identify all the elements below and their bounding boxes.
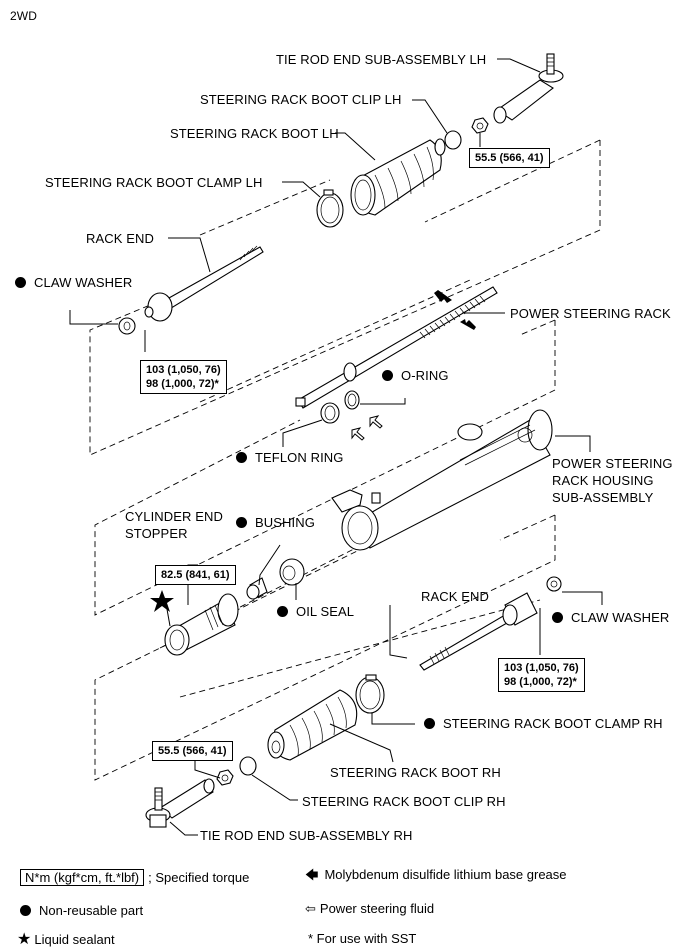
rack-housing-drawing [331,409,553,551]
oil-seal-drawing [279,558,305,586]
non-reusable-dot-icon [20,905,31,916]
label-claw-washer-rh: CLAW WASHER [552,610,669,625]
legend-grease: 🡄 Molybdenum disulfide lithium base greas… [305,867,567,882]
label-rack-housing: POWER STEERING RACK HOUSING SUB-ASSEMBLY [552,455,673,506]
non-reusable-dot-icon [277,606,288,617]
legend-fluid: ⇦Power steering fluid [305,901,434,916]
label-boot-rh: STEERING RACK BOOT RH [330,765,501,780]
grease-arrow-icon [460,319,476,330]
label-claw-washer-lh: CLAW WASHER [15,275,132,290]
torque-value: 103 (1,050, 76) [504,662,579,674]
label-boot-clamp-lh: STEERING RACK BOOT CLAMP LH [45,175,263,190]
non-reusable-dot-icon [382,370,393,381]
label-text: CLAW WASHER [571,610,670,625]
label-text: STEERING RACK BOOT CLAMP RH [443,716,663,731]
boot-lh-drawing [350,138,446,216]
label-boot-clamp-rh: STEERING RACK BOOT CLAMP RH [424,716,663,731]
tie-rod-end-lh-drawing [493,53,564,124]
label-tie-rod-end-rh: TIE ROD END SUB-ASSEMBLY RH [200,828,413,843]
label-boot-lh: STEERING RACK BOOT LH [170,126,339,141]
claw-washer-lh-drawing [118,317,136,335]
label-text: OIL SEAL [296,604,355,619]
boot-clamp-rh-drawing [355,674,385,714]
tie-rod-end-rh-drawing [145,778,215,828]
label-oil-seal: OIL SEAL [277,604,354,619]
torque-cylinder-end-stopper: 82.5 (841, 61) [155,565,236,585]
torque-value: 98 (1,000, 72)* [146,378,219,390]
non-reusable-dot-icon [236,517,247,528]
power-steering-rack-drawing [295,286,498,409]
boot-clip-lh-drawing [444,130,462,150]
label-text: POWER STEERING [552,456,673,471]
legend-text: Non-reusable part [39,903,144,918]
legend-text: Molybdenum disulfide lithium base grease [324,867,567,882]
label-text: BUSHING [255,515,315,530]
label-text: SUB-ASSEMBLY [552,490,654,505]
legend-liquid-sealant: ★Liquid sealant [17,931,115,948]
label-cylinder-end-stopper: CYLINDER END STOPPER [125,508,223,542]
torque-value: 103 (1,050, 76) [146,364,221,376]
label-text: STOPPER [125,526,188,541]
legend-text: ; Specified torque [148,870,250,885]
outline-arrow-icon: ⇦ [305,901,316,916]
boot-rh-drawing [267,689,358,761]
liquid-sealant-star-icon [150,590,174,612]
cylinder-end-stopper-drawing [164,593,239,656]
teflon-ring-drawing [320,402,340,424]
torque-tie-rod-rh: 55.5 (566, 41) [152,741,233,761]
label-boot-clip-lh: STEERING RACK BOOT CLIP LH [200,92,402,107]
label-boot-clip-rh: STEERING RACK BOOT CLIP RH [302,794,506,809]
o-ring-drawing [344,390,360,410]
label-text: CYLINDER END [125,509,223,524]
non-reusable-dot-icon [552,612,563,623]
label-text: TEFLON RING [255,450,344,465]
fluid-arrow-icon [351,427,365,441]
torque-value: 98 (1,000, 72)* [504,676,577,688]
label-text: O-RING [401,368,449,383]
nut-lh-drawing [471,117,489,134]
label-text: CLAW WASHER [34,275,133,290]
leader-lines [69,58,603,836]
torque-tie-rod-lh: 55.5 (566, 41) [469,148,550,168]
legend-torque: N*m (kgf*cm, ft.*lbf); Specified torque [20,869,249,886]
claw-washer-rh-drawing [546,576,562,592]
boot-clip-rh-drawing [239,756,257,776]
rack-end-rh-drawing [419,592,538,671]
legend-text: Power steering fluid [319,901,435,916]
legend-sst-note: * For use with SST [308,931,417,946]
variant-label: 2WD [10,9,37,23]
label-teflon-ring: TEFLON RING [236,450,344,465]
legend-non-reusable: Non-reusable part [20,903,143,918]
label-o-ring: O-RING [382,368,449,383]
non-reusable-dot-icon [15,277,26,288]
label-text: RACK HOUSING [552,473,654,488]
boot-clamp-lh-drawing [316,189,344,228]
grease-arrow-icon [434,290,452,303]
nut-rh-drawing [216,769,234,786]
label-power-steering-rack: POWER STEERING RACK [510,306,671,321]
torque-rack-end-rh: 103 (1,050, 76) 98 (1,000, 72)* [498,658,585,692]
non-reusable-dot-icon [424,718,435,729]
label-rack-end-rh: RACK END [421,589,489,604]
label-bushing: BUSHING [236,515,315,530]
rack-end-lh-drawing [144,245,264,322]
legend-text: Liquid sealant [34,932,115,947]
label-tie-rod-end-lh: TIE ROD END SUB-ASSEMBLY LH [276,52,487,67]
non-reusable-dot-icon [236,452,247,463]
torque-rack-end-lh: 103 (1,050, 76) 98 (1,000, 72)* [140,360,227,394]
filled-arrow-icon: 🡄 [305,867,319,882]
fluid-arrow-icon [369,415,383,429]
star-icon: ★ [17,931,32,948]
bushing-drawing [246,577,268,600]
legend-torque-unit-box: N*m (kgf*cm, ft.*lbf) [20,869,145,886]
label-rack-end-lh: RACK END [86,231,154,246]
